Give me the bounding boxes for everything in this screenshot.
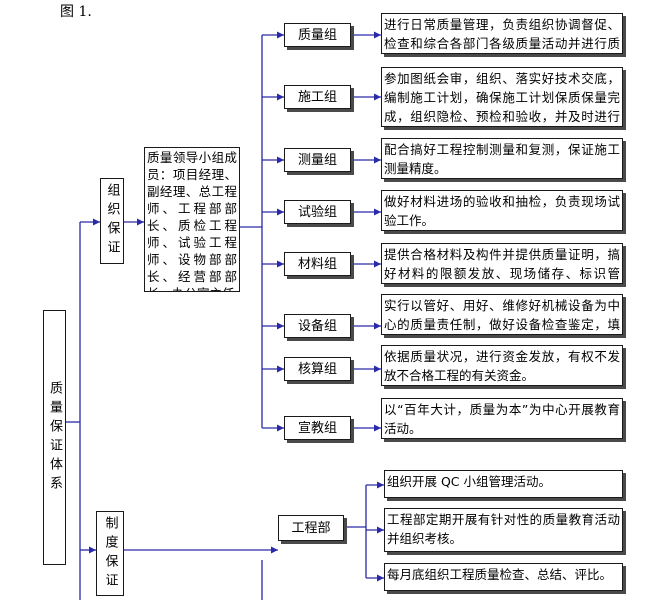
group-node-education: 宣教组 (284, 416, 351, 440)
group-label: 测量组 (297, 152, 337, 168)
system-guarantee-label: 制度保证 (102, 515, 118, 592)
group-label: 施工组 (297, 89, 337, 105)
system-item-inspection: 每月底组织工程质量检查、总结、评比。 (384, 563, 623, 591)
system-item-qc: 组织开展 QC 小组管理活动。 (384, 470, 623, 498)
leaders-group-node: 质量领导小组成员：项目经理、副经理、总工程师、工程部部长、质检工程师、试验工程师… (144, 147, 240, 292)
group-desc-accounting: 依据质量状况，进行资金发放，有权不发放不合格工程的有关资金。 (381, 345, 623, 386)
figure-caption: 图 1. (60, 4, 92, 20)
group-desc-text: 提供合格材料及构件并提供质量证明，搞好材料的限额发放、现场储存、标识管理。 (384, 247, 620, 281)
root-label: 质量保证体系 (47, 380, 62, 495)
leaders-group-text: 质量领导小组成员：项目经理、副经理、总工程师、工程部部长、质检工程师、试验工程师… (147, 150, 237, 291)
system-item-education: 工程部定期开展有针对性的质量教育活动并组织考核。 (384, 508, 623, 552)
dept-label: 工程部 (291, 520, 331, 536)
org-guarantee-node: 组织保证 (100, 178, 124, 264)
group-desc-construction: 参加图纸会审，组织、落实好技术交底，编制施工计划，确保施工计划保质保量完成，组织… (381, 67, 623, 127)
group-label: 核算组 (297, 361, 337, 377)
group-desc-text: 做好材料进场的验收和抽检，负责现场试验工作。 (384, 194, 620, 228)
group-label: 材料组 (297, 256, 337, 272)
group-desc-text: 以“百年大计，质量为本”为中心开展教育活动。 (384, 402, 620, 436)
group-desc-survey: 配合搞好工程控制测量和复测，保证施工测量精度。 (381, 138, 623, 179)
group-node-testing: 试验组 (284, 200, 351, 224)
group-desc-materials: 提供合格材料及构件并提供质量证明，搞好材料的限额发放、现场储存、标识管理。 (381, 243, 623, 284)
group-label: 宣教组 (297, 420, 337, 436)
group-desc-education: 以“百年大计，质量为本”为中心开展教育活动。 (381, 398, 623, 439)
root-node: 质量保证体系 (43, 310, 66, 565)
dept-node-engineering: 工程部 (278, 515, 344, 541)
group-label: 设备组 (297, 318, 337, 334)
group-desc-text: 参加图纸会审，组织、落实好技术交底，编制施工计划，确保施工计划保质保量完成，组织… (384, 71, 620, 124)
group-label: 试验组 (297, 204, 337, 220)
group-label: 质量组 (297, 27, 337, 43)
system-item-text: 工程部定期开展有针对性的质量教育活动并组织考核。 (387, 512, 620, 546)
group-desc-text: 进行日常质量管理，负责组织协调督促、检查和综合各部门各级质量活动并进行质量反馈。 (384, 17, 620, 51)
group-desc-quality: 进行日常质量管理，负责组织协调督促、检查和综合各部门各级质量活动并进行质量反馈。 (381, 13, 623, 54)
group-node-equipment: 设备组 (284, 314, 351, 338)
group-node-construction: 施工组 (284, 85, 351, 109)
org-guarantee-label: 组织保证 (104, 183, 120, 259)
group-desc-text: 实行以管好、用好、维修好机械设备为中心的质量责任制，做好设备检查鉴定，填好运行记… (384, 298, 620, 332)
group-desc-testing: 做好材料进场的验收和抽检，负责现场试验工作。 (381, 190, 623, 231)
group-node-survey: 测量组 (284, 148, 351, 172)
group-node-quality: 质量组 (284, 23, 351, 47)
group-node-materials: 材料组 (284, 252, 351, 276)
group-desc-text: 配合搞好工程控制测量和复测，保证施工测量精度。 (384, 142, 620, 176)
system-item-text: 每月底组织工程质量检查、总结、评比。 (387, 567, 613, 582)
system-item-text: 组织开展 QC 小组管理活动。 (387, 474, 552, 489)
group-desc-equipment: 实行以管好、用好、维修好机械设备为中心的质量责任制，做好设备检查鉴定，填好运行记… (381, 294, 623, 335)
group-node-accounting: 核算组 (284, 357, 351, 381)
system-guarantee-node: 制度保证 (96, 511, 124, 596)
group-desc-text: 依据质量状况，进行资金发放，有权不发放不合格工程的有关资金。 (384, 349, 620, 383)
